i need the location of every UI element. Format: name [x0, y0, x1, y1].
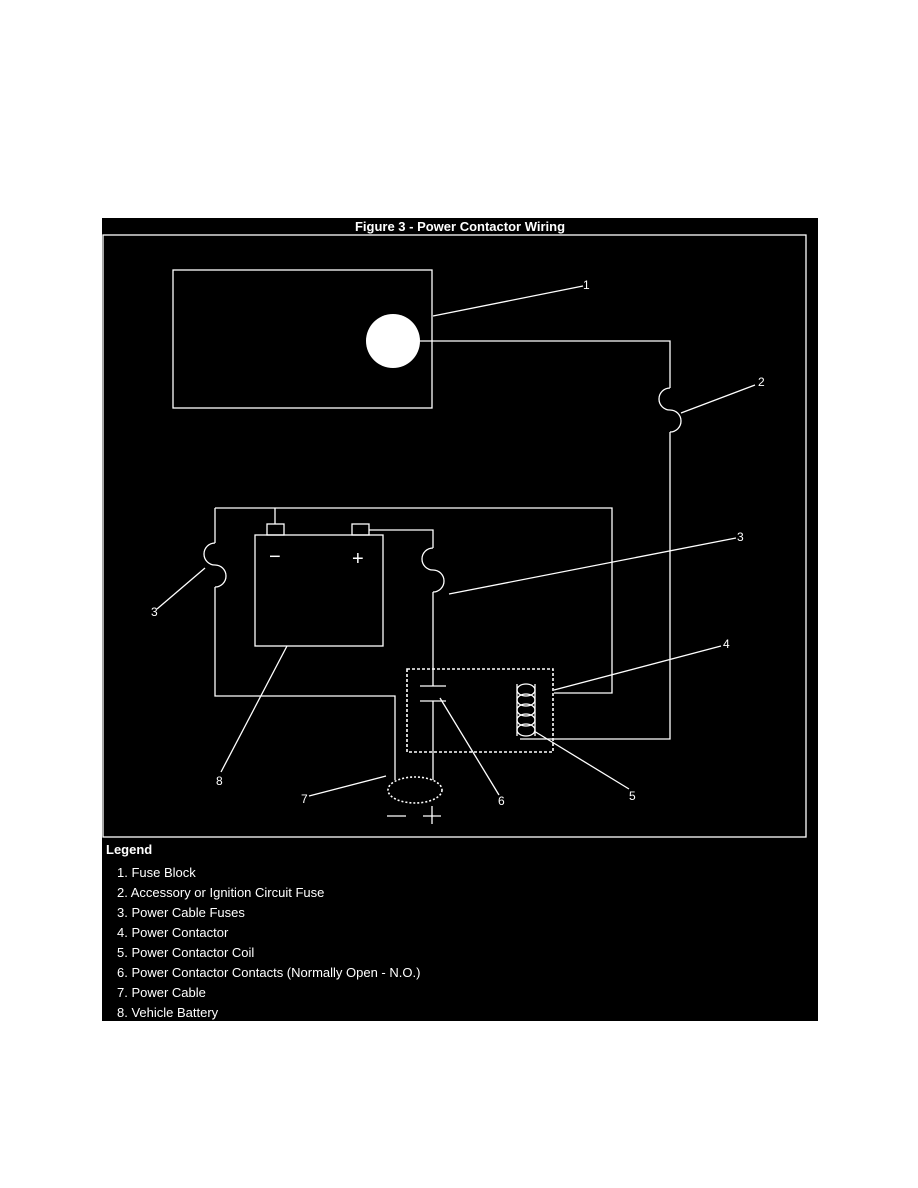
- battery-negative-terminal: [266, 523, 285, 536]
- figure-title: Figure 3 - Power Contactor Wiring: [354, 219, 566, 234]
- leader-2: [680, 384, 756, 414]
- legend-item: 4. Power Contactor: [117, 925, 229, 940]
- legend-item: 3. Power Cable Fuses: [117, 905, 245, 920]
- wiring-diagram: − + 1 2 3 3 4 5 6 7 8: [102, 234, 807, 838]
- power-contactor: [406, 668, 554, 753]
- wire-fuseblock-to-fuse2: [420, 340, 671, 388]
- callout-5: 5: [629, 789, 636, 803]
- fuse-3-left-symbol: [203, 542, 227, 588]
- callout-3-left: 3: [151, 605, 158, 619]
- fuse-block: [172, 269, 433, 409]
- callout-7: 7: [301, 792, 308, 806]
- figure-panel: Figure 3 - Power Contactor Wiring: [102, 218, 818, 1021]
- fuse-2-symbol: [658, 387, 682, 433]
- callout-3-right: 3: [737, 530, 744, 544]
- leader-3-right: [448, 537, 737, 595]
- leader-3-left: [156, 567, 206, 610]
- legend-item: 5. Power Contactor Coil: [117, 945, 255, 960]
- diagram-frame: [102, 234, 807, 838]
- battery-positive-label: +: [352, 548, 364, 570]
- callout-6: 6: [498, 794, 505, 808]
- leader-8: [220, 645, 288, 773]
- power-cable-marker: [387, 776, 443, 804]
- legend: Legend 1. Fuse Block 2. Accessory or Ign…: [106, 842, 806, 1023]
- leader-6: [439, 697, 500, 796]
- callout-4: 4: [723, 637, 730, 651]
- legend-title: Legend: [106, 842, 153, 857]
- legend-item: 2. Accessory or Ignition Circuit Fuse: [117, 885, 325, 900]
- wire-left-to-cable: [214, 587, 396, 780]
- legend-item: 7. Power Cable: [117, 985, 206, 1000]
- fuse-block-fuse-circle: [366, 314, 420, 368]
- callout-8: 8: [216, 774, 223, 788]
- battery-negative-label: −: [269, 546, 281, 568]
- callout-1: 1: [583, 278, 590, 292]
- wire-positive-out: [369, 529, 434, 548]
- leader-4: [553, 645, 722, 691]
- wire-top-loop: [215, 507, 613, 694]
- wire-fuse2-to-coil: [520, 432, 671, 740]
- vehicle-battery: [254, 534, 384, 647]
- legend-item: 6. Power Contactor Contacts (Normally Op…: [117, 965, 421, 980]
- leader-5: [533, 730, 630, 790]
- legend-item: 1. Fuse Block: [117, 865, 196, 880]
- battery-positive-terminal: [351, 523, 370, 536]
- leader-1: [432, 285, 584, 317]
- fuse-3-right-symbol: [421, 547, 445, 593]
- leader-7: [308, 775, 387, 797]
- contactor-coil: [516, 683, 536, 737]
- callout-2: 2: [758, 375, 765, 389]
- legend-item: 8. Vehicle Battery: [117, 1005, 219, 1020]
